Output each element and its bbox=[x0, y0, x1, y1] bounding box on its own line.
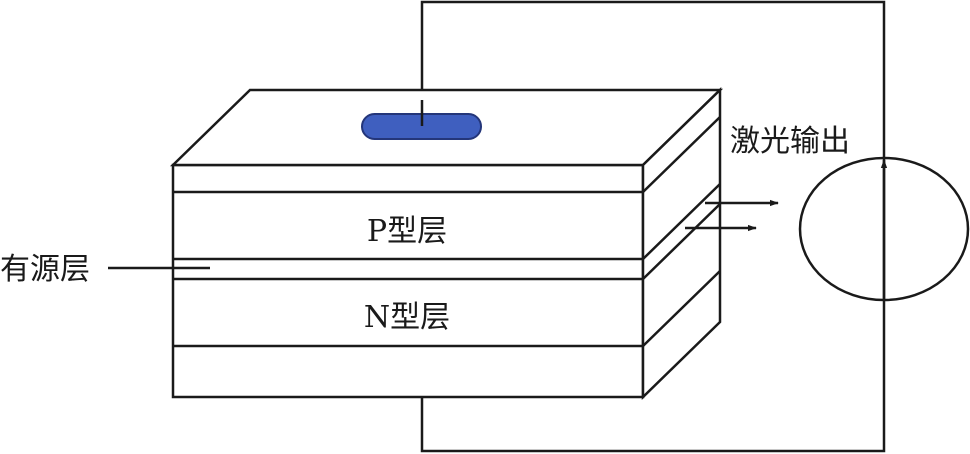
p-layer-label: P型层 bbox=[367, 214, 447, 249]
n-layer-label: N型层 bbox=[364, 300, 450, 335]
side-line-3 bbox=[642, 203, 721, 280]
side-line-2 bbox=[642, 183, 721, 260]
side-line-4 bbox=[642, 270, 721, 347]
side-face bbox=[641, 87, 722, 400]
side-line-1 bbox=[642, 116, 721, 193]
active-layer-label: 有源层 bbox=[0, 252, 90, 287]
laser-output-label: 激光输出 bbox=[730, 124, 850, 159]
front-face bbox=[171, 163, 645, 399]
